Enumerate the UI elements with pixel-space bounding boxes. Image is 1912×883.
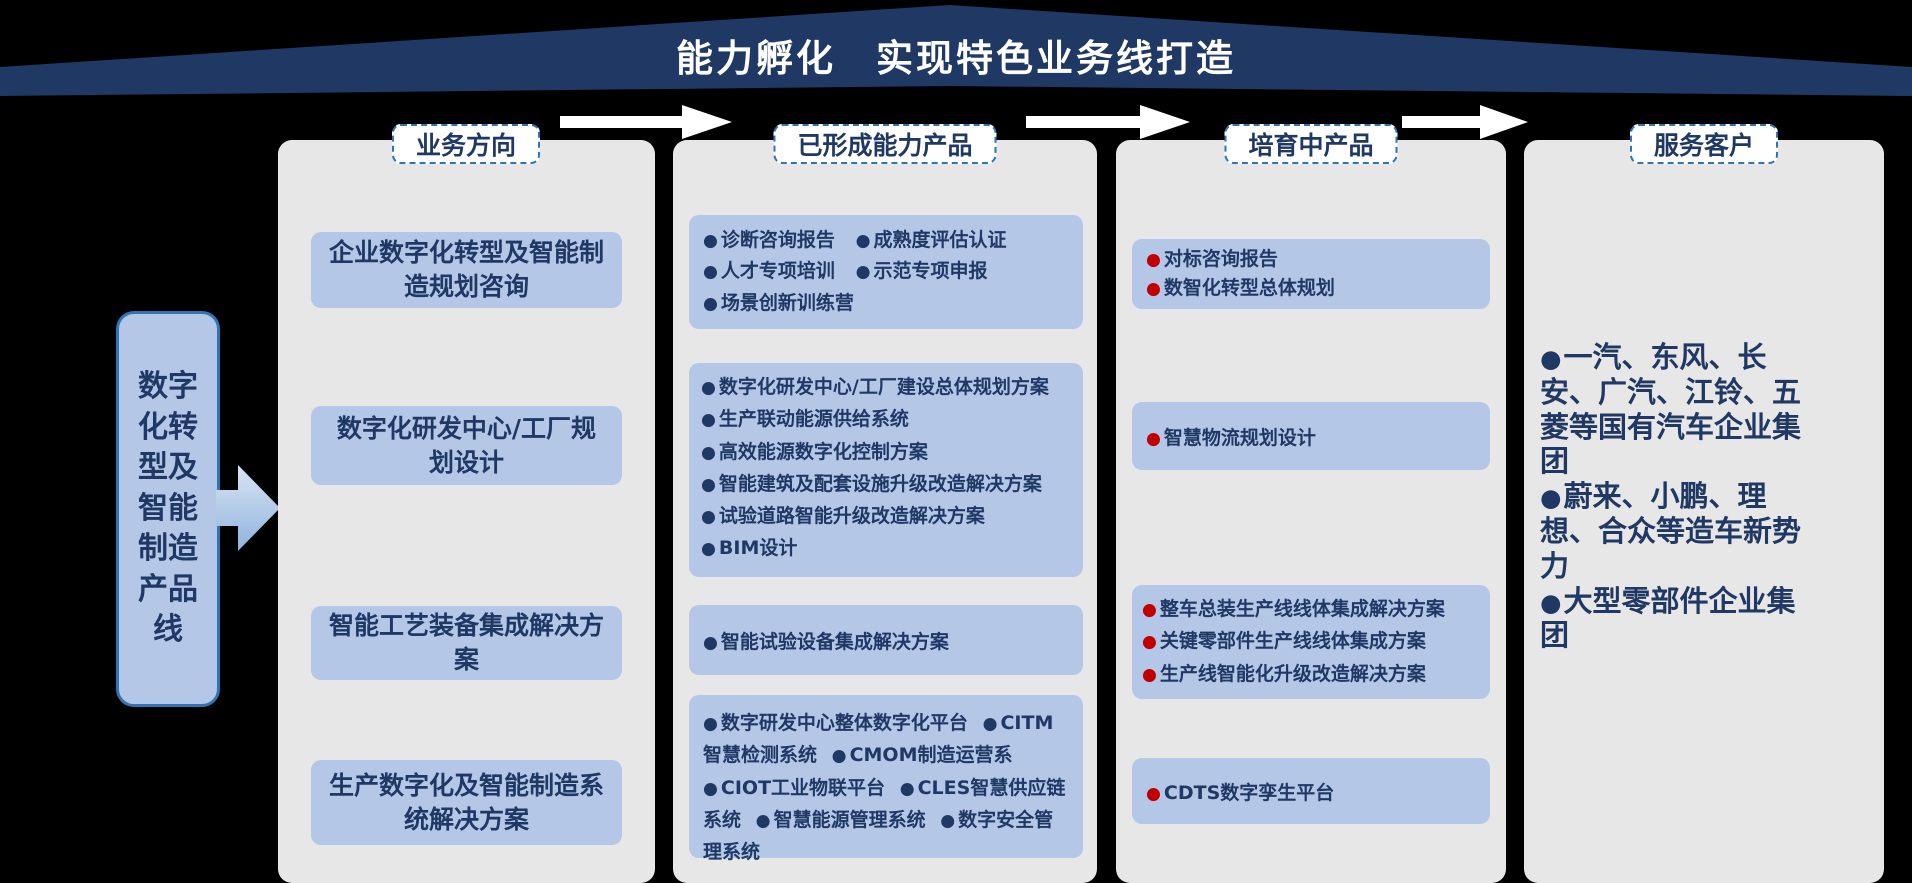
column-business-direction: 企业数字化转型及智能制造规划咨询 数字化研发中心/工厂规划设计 智能工艺装备集成… xyxy=(278,140,655,883)
bullet-item: 一汽、东风、长安、广汽、江铃、五菱等国有汽车企业集团 xyxy=(1540,340,1802,479)
business-direction-item-3: 智能工艺装备集成解决方案 xyxy=(311,606,622,680)
column-formed-products: 诊断咨询报告 成熟度评估认证 人才专项培训 示范专项申报 场景创新训练营 数字化… xyxy=(673,140,1097,883)
formed-product-group-1: 诊断咨询报告 成熟度评估认证 人才专项培训 示范专项申报 场景创新训练营 xyxy=(689,215,1083,329)
roof-banner-shape xyxy=(0,5,1912,96)
flow-arrow-icon xyxy=(1026,105,1190,139)
bullet-item: CMOM制造运营系 xyxy=(832,744,1013,766)
bullet-item: 试验道路智能升级改造解决方案 xyxy=(701,500,1071,532)
flow-arrow-icon xyxy=(560,105,732,139)
bullet-item: 数智化转型总体规划 xyxy=(1146,274,1476,303)
bullet-item: 场景创新训练营 xyxy=(703,288,854,319)
incubating-product-group-3: 整车总装生产线线体集成解决方案 关键零部件生产线线体集成方案 生产线智能化升级改… xyxy=(1132,585,1490,699)
bullet-item: 示范专项申报 xyxy=(856,256,987,287)
incubating-product-group-2: 智慧物流规划设计 xyxy=(1132,402,1490,470)
bullet-item: 数字研发中心整体数字化平台 xyxy=(703,712,968,734)
product-line-banner: 数字化转型及智能制造产品线 xyxy=(116,311,220,707)
column-header-incubating-products: 培育中产品 xyxy=(1224,124,1398,164)
bullet-item: 高效能源数字化控制方案 xyxy=(701,436,1071,468)
bullet-item: 智慧物流规划设计 xyxy=(1146,423,1316,450)
bullet-item: 智能建筑及配套设施升级改造解决方案 xyxy=(701,468,1071,500)
column-incubating-products: 对标咨询报告 数智化转型总体规划 智慧物流规划设计 整车总装生产线线体集成解决方… xyxy=(1116,140,1506,883)
bullet-item: 智慧能源管理系统 xyxy=(756,809,926,831)
bullet-item: 数字化研发中心/工厂建设总体规划方案 xyxy=(701,371,1071,403)
bullet-item: 成熟度评估认证 xyxy=(856,225,1006,256)
formed-product-group-4: 数字研发中心整体数字化平台 CITM智慧检测系统 CMOM制造运营系 CIOT工… xyxy=(689,695,1083,863)
column-customers: 一汽、东风、长安、广汽、江铃、五菱等国有汽车企业集团 蔚来、小鹏、理想、合众等造… xyxy=(1524,140,1884,883)
bullet-item: 对标咨询报告 xyxy=(1146,245,1476,274)
business-direction-item-4: 生产数字化及智能制造系统解决方案 xyxy=(311,760,622,845)
bullet-item: 生产联动能源供给系统 xyxy=(701,403,1071,435)
incubating-product-group-4: CDTS数字孪生平台 xyxy=(1132,758,1490,824)
flow-arrow-icon xyxy=(1402,105,1528,139)
bullet-item: CDTS数字孪生平台 xyxy=(1146,778,1334,805)
business-direction-item-2: 数字化研发中心/工厂规划设计 xyxy=(311,406,622,485)
bullet-item: 生产线智能化升级改造解决方案 xyxy=(1142,658,1480,690)
bullet-item: BIM设计 xyxy=(701,532,1071,564)
box-label: 智能工艺装备集成解决方案 xyxy=(329,611,605,674)
incubating-product-group-1: 对标咨询报告 数智化转型总体规划 xyxy=(1132,239,1490,309)
business-direction-item-1: 企业数字化转型及智能制造规划咨询 xyxy=(311,232,622,308)
formed-product-group-2: 数字化研发中心/工厂建设总体规划方案 生产联动能源供给系统 高效能源数字化控制方… xyxy=(689,363,1083,577)
column-header-formed-products: 已形成能力产品 xyxy=(773,124,997,164)
bullet-item: 关键零部件生产线线体集成方案 xyxy=(1142,625,1480,657)
box-label: 企业数字化转型及智能制造规划咨询 xyxy=(329,238,605,301)
bullet-item: 大型零部件企业集团 xyxy=(1540,584,1802,654)
box-label: 数字化研发中心/工厂规划设计 xyxy=(336,413,597,477)
right-arrow-icon xyxy=(216,465,280,551)
bullet-item: 蔚来、小鹏、理想、合众等造车新势力 xyxy=(1540,479,1802,583)
diagram-title: 能力孵化 实现特色业务线打造 xyxy=(676,37,1236,80)
bullet-item: 整车总装生产线线体集成解决方案 xyxy=(1142,593,1480,625)
formed-product-group-3: 智能试验设备集成解决方案 xyxy=(689,605,1083,675)
bullet-item: CIOT工业物联平台 xyxy=(703,777,885,799)
column-header-business-direction: 业务方向 xyxy=(391,124,541,164)
product-line-label: 数字化转型及智能制造产品线 xyxy=(138,369,198,648)
customers-text: 一汽、东风、长安、广汽、江铃、五菱等国有汽车企业集团 蔚来、小鹏、理想、合众等造… xyxy=(1540,340,1802,653)
column-header-customers: 服务客户 xyxy=(1629,124,1779,164)
bullet-item: 智能试验设备集成解决方案 xyxy=(703,627,949,654)
box-label: 生产数字化及智能制造系统解决方案 xyxy=(329,770,605,834)
bullet-item: 人才专项培训 xyxy=(703,256,835,287)
bullet-item: 诊断咨询报告 xyxy=(703,225,835,256)
